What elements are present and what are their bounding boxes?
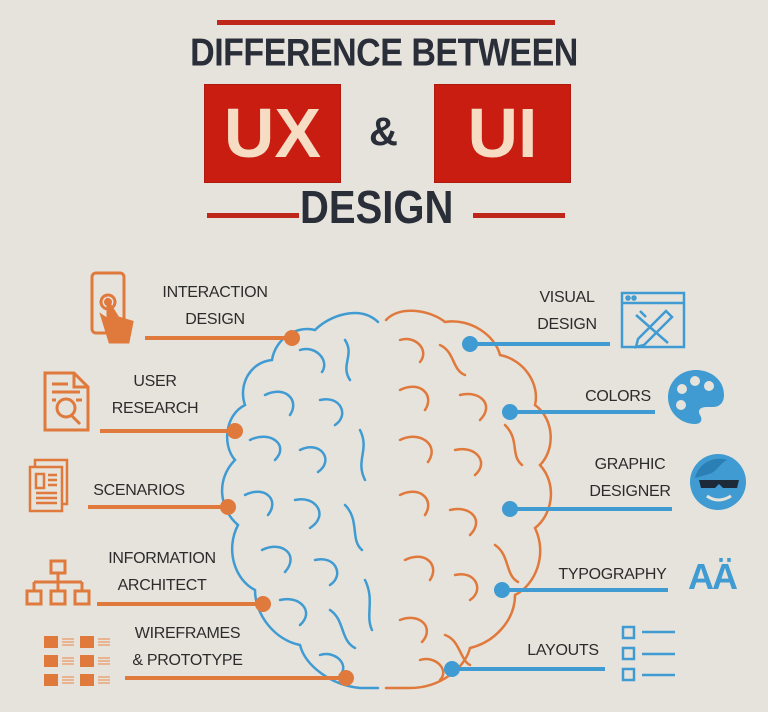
label-line2: DESIGN: [537, 316, 597, 333]
connector-line: [502, 588, 668, 592]
left-design-rule: [207, 213, 299, 218]
connector-dot: [220, 499, 236, 515]
label-line2: DESIGN: [185, 311, 245, 328]
ampersand: &: [369, 110, 398, 154]
palette-icon: [668, 370, 724, 424]
title-difference-between: DIFFERENCE BETWEEN: [190, 31, 578, 75]
label-line2: RESEARCH: [111, 400, 199, 417]
ux-badge: UX: [204, 84, 341, 183]
connector-line: [88, 505, 228, 509]
label-line1: USER: [133, 373, 177, 390]
right-design-rule: [473, 213, 565, 218]
label-line1: GRAPHIC: [594, 456, 666, 473]
label-line1: VISUAL: [539, 289, 595, 306]
label-line1: SCENARIOS: [93, 482, 185, 499]
wireframe-grid-icon: [44, 636, 110, 686]
connector-line: [100, 429, 235, 433]
typography-icon: AÄ: [688, 556, 738, 597]
label-line1: TYPOGRAPHY: [558, 566, 667, 583]
connector-dot: [255, 596, 271, 612]
connector-line: [452, 667, 605, 671]
top-rule: [217, 20, 555, 25]
connector-line: [145, 336, 292, 340]
connector-line: [97, 602, 263, 606]
connector-dot: [338, 670, 354, 686]
label-line1: LAYOUTS: [527, 642, 599, 659]
label-line2: ARCHITECT: [117, 577, 207, 594]
label-line1: WIREFRAMES: [134, 625, 241, 642]
connector-line: [510, 507, 672, 511]
label-line1: INFORMATION: [108, 550, 216, 567]
label-line1: INTERACTION: [162, 284, 268, 301]
connector-line: [125, 676, 346, 680]
label-line2: & PROTOTYPE: [132, 652, 243, 669]
connector-line: [510, 410, 655, 414]
connector-dot: [227, 423, 243, 439]
label-line1: COLORS: [585, 388, 651, 405]
title-design: DESIGN: [300, 182, 454, 234]
brain-right-hemisphere: [384, 309, 553, 690]
smartphone-touch-icon: [90, 271, 134, 344]
design-window-icon: [620, 291, 686, 349]
label-line2: DESIGNER: [589, 483, 671, 500]
ui-badge: UI: [434, 84, 571, 183]
document-magnifier-icon: [43, 371, 90, 432]
connector-line: [470, 342, 610, 346]
documents-icon: [28, 458, 69, 513]
list-layout-icon: [621, 625, 675, 682]
sitemap-icon: [25, 559, 91, 606]
connector-dot: [284, 330, 300, 346]
designer-face-icon: [690, 454, 746, 510]
